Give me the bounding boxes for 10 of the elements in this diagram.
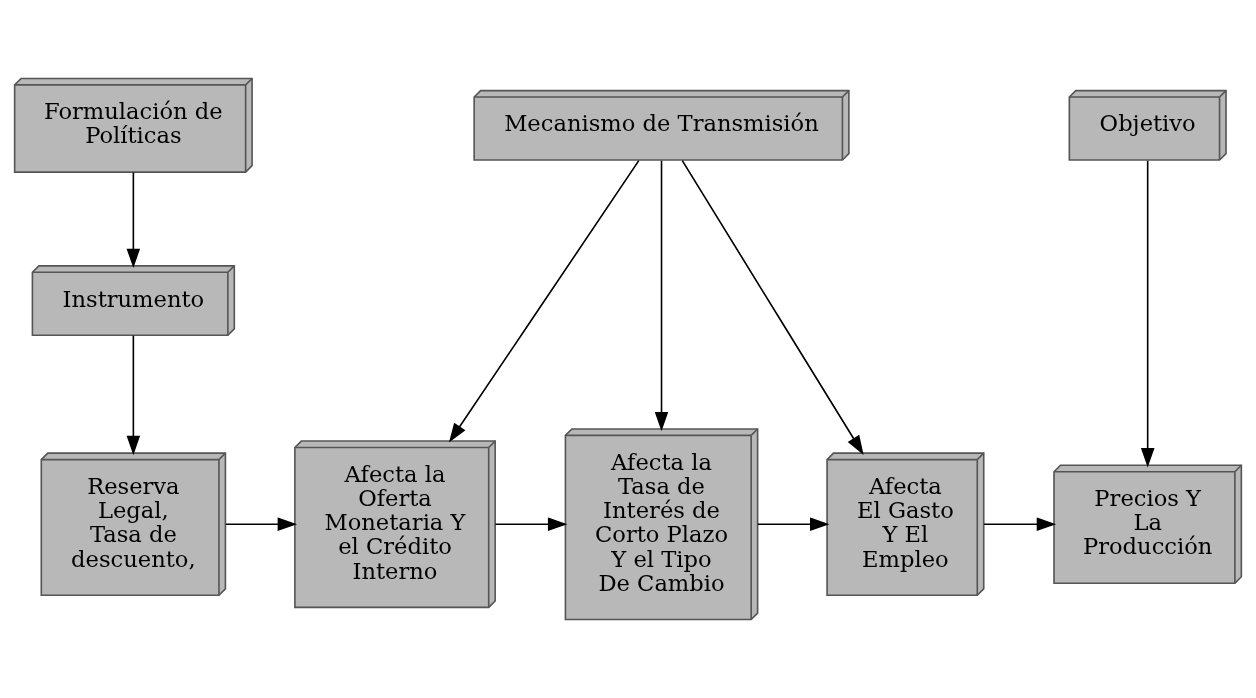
arrow — [126, 171, 141, 269]
arrow — [654, 159, 669, 432]
arrow — [225, 517, 298, 532]
arrow — [681, 159, 864, 455]
arrow — [1140, 159, 1155, 468]
arrow — [494, 517, 568, 532]
arrow — [448, 159, 640, 443]
arrow — [126, 334, 141, 456]
arrow — [983, 517, 1057, 532]
arrow — [756, 517, 830, 532]
